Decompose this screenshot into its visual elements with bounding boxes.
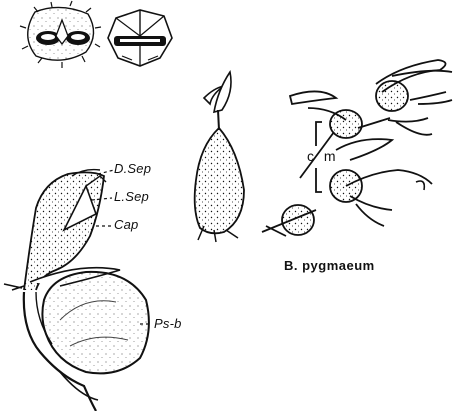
flower-side-view: [108, 10, 172, 66]
lateral-sepal-label: L.Sep: [114, 189, 149, 204]
pygmaeum-cluster: [262, 60, 452, 236]
dorsal-sepal-label: D.Sep: [114, 161, 151, 176]
scale-label: c m: [307, 148, 339, 164]
specimen-with-capsule: [4, 170, 149, 411]
pseudobulb-center: [195, 72, 244, 242]
species-name: B. pygmaeum: [284, 258, 375, 273]
flower-front-view: [20, 1, 101, 68]
pseudobulb-label: Ps-b: [154, 316, 182, 331]
capsule-label: Cap: [114, 217, 138, 232]
